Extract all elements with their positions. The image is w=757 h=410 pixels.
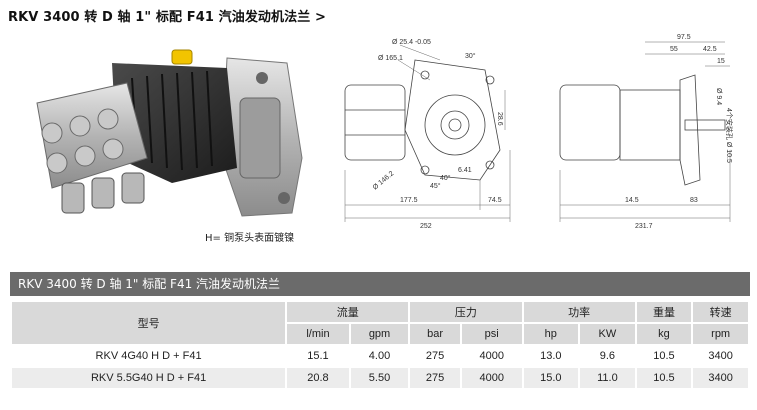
cell-power-hp: 13.0 (523, 346, 579, 366)
unit-rpm: rpm (693, 324, 748, 344)
dim-mounting-holes: 4个安装孔 Ø 10.5 (725, 108, 734, 163)
unit-psi: psi (461, 324, 522, 344)
cell-speed-rpm: 3400 (693, 368, 748, 388)
table-row: RKV 5.5G40 H D + F41 20.8 5.50 275 4000 … (12, 368, 748, 388)
cell-weight-kg: 10.5 (636, 368, 692, 388)
dim-231-7: 231.7 (635, 223, 653, 230)
cell-flow-gpm: 5.50 (350, 368, 409, 388)
dim-55: 55 (670, 46, 678, 53)
front-view-drawing: Ø 25.4 -0.05 Ø 165.1 30° 28.6 Ø 146.2 40… (344, 39, 511, 230)
cell-flow-gpm: 4.00 (350, 346, 409, 366)
material-caption: H= 铜泵头表面镀镍 (205, 233, 295, 244)
unit-hp: hp (523, 324, 579, 344)
spec-table: 型号 流量 压力 功率 重量 转速 l/min gpm bar psi hp K… (10, 300, 750, 390)
dim-42-5: 42.5 (703, 46, 717, 53)
dim-angle-45: 45° (430, 182, 441, 190)
dim-shaft-diameter: Ø 25.4 -0.05 (392, 39, 431, 46)
side-view-drawing: 97.5 55 42.5 15 Ø 9.4 4个安装孔 Ø 10.5 14.5 … (559, 34, 734, 230)
unit-gpm: gpm (350, 324, 409, 344)
cell-flow-lmin: 20.8 (287, 368, 349, 388)
cell-speed-rpm: 3400 (693, 346, 748, 366)
unit-kg: kg (636, 324, 692, 344)
header-speed: 转速 (693, 302, 748, 322)
header-model: 型号 (12, 302, 286, 344)
cell-weight-kg: 10.5 (636, 346, 692, 366)
table-row: RKV 4G40 H D + F41 15.1 4.00 275 4000 13… (12, 346, 748, 366)
dim-pilot-diameter: Ø 146.2 (372, 170, 396, 191)
cell-model: RKV 4G40 H D + F41 (12, 346, 286, 366)
cell-pressure-bar: 275 (410, 368, 460, 388)
unit-bar: bar (410, 324, 460, 344)
header-pressure: 压力 (410, 302, 522, 322)
dim-14-5: 14.5 (625, 197, 639, 204)
page-title: RKV 3400 转 D 轴 1" 标配 F41 汽油发动机法兰 > (8, 10, 326, 25)
dim-15: 15 (717, 58, 725, 65)
dim-252: 252 (420, 223, 432, 230)
header-power: 功率 (523, 302, 635, 322)
cell-pressure-psi: 4000 (461, 346, 522, 366)
cell-power-kw: 9.6 (580, 346, 635, 366)
dim-83: 83 (690, 197, 698, 204)
dim-97-5: 97.5 (677, 34, 691, 41)
dim-height-28-6: 28.6 (496, 112, 503, 126)
cell-power-hp: 15.0 (523, 368, 579, 388)
header-weight: 重量 (636, 302, 692, 322)
header-flow: 流量 (287, 302, 409, 322)
cell-pressure-bar: 275 (410, 346, 460, 366)
section-header: RKV 3400 转 D 轴 1" 标配 F41 汽油发动机法兰 (10, 272, 750, 296)
dim-74-5: 74.5 (488, 197, 502, 204)
dim-bolt-circle: Ø 165.1 (378, 55, 403, 62)
dim-angle-30: 30° (465, 52, 476, 60)
dim-177-5: 177.5 (400, 197, 418, 204)
dim-angle-40: 40° (440, 174, 451, 182)
unit-lmin: l/min (287, 324, 349, 344)
unit-kw: KW (580, 324, 635, 344)
cell-pressure-psi: 4000 (461, 368, 522, 388)
pump-photo (36, 49, 303, 217)
dim-keyway-diameter: Ø 9.4 (715, 88, 722, 105)
dim-6-41: 6.41 (458, 167, 472, 174)
cell-model: RKV 5.5G40 H D + F41 (12, 368, 286, 388)
cell-power-kw: 11.0 (580, 368, 635, 388)
cell-flow-lmin: 15.1 (287, 346, 349, 366)
